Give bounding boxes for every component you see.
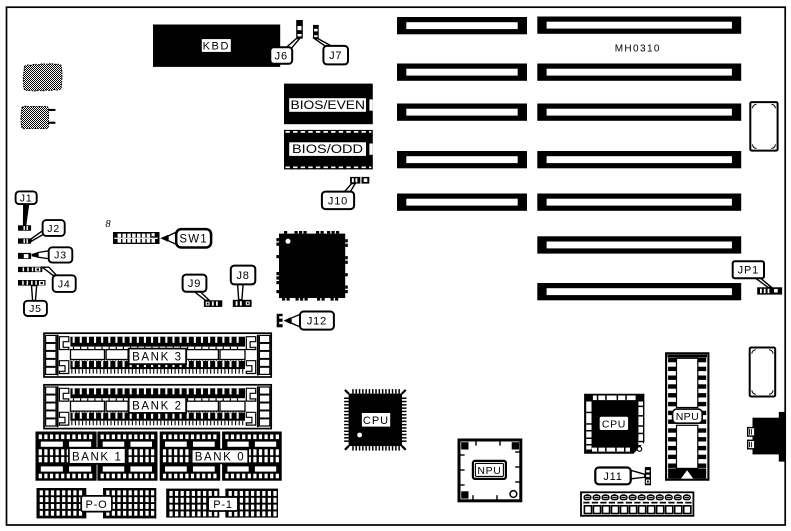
- svg-text:J1: J1: [20, 193, 33, 205]
- svg-text:J9: J9: [188, 278, 201, 290]
- svg-text:SW1: SW1: [179, 233, 208, 245]
- svg-text:NPU: NPU: [477, 465, 501, 477]
- svg-text:J10: J10: [328, 195, 348, 207]
- svg-text:JP1: JP1: [738, 265, 759, 277]
- svg-text:KBD: KBD: [203, 40, 230, 52]
- svg-text:P-1: P-1: [213, 499, 233, 511]
- svg-text:J12: J12: [307, 316, 327, 328]
- svg-text:P-O: P-O: [86, 499, 108, 511]
- svg-text:J4: J4: [58, 278, 71, 290]
- svg-text:8: 8: [105, 219, 111, 230]
- svg-text:J6: J6: [275, 50, 288, 62]
- svg-text:J11: J11: [603, 471, 622, 483]
- svg-text:CPU: CPU: [363, 415, 389, 427]
- svg-text:BIOS/ODD: BIOS/ODD: [292, 144, 363, 156]
- svg-text:BANK 0: BANK 0: [195, 452, 246, 464]
- svg-text:J2: J2: [47, 223, 60, 235]
- svg-text:J7: J7: [329, 50, 342, 62]
- svg-text:BANK 1: BANK 1: [72, 451, 123, 463]
- svg-text:BANK 2: BANK 2: [132, 400, 183, 412]
- svg-text:MH0310: MH0310: [615, 44, 661, 55]
- svg-text:J8: J8: [236, 270, 249, 282]
- svg-text:CPU: CPU: [602, 418, 626, 430]
- svg-text:NPU: NPU: [676, 411, 699, 423]
- svg-text:BIOS/EVEN: BIOS/EVEN: [291, 100, 366, 112]
- svg-text:J5: J5: [29, 303, 42, 315]
- svg-text:J3: J3: [54, 250, 67, 262]
- svg-text:BANK 3: BANK 3: [132, 352, 183, 364]
